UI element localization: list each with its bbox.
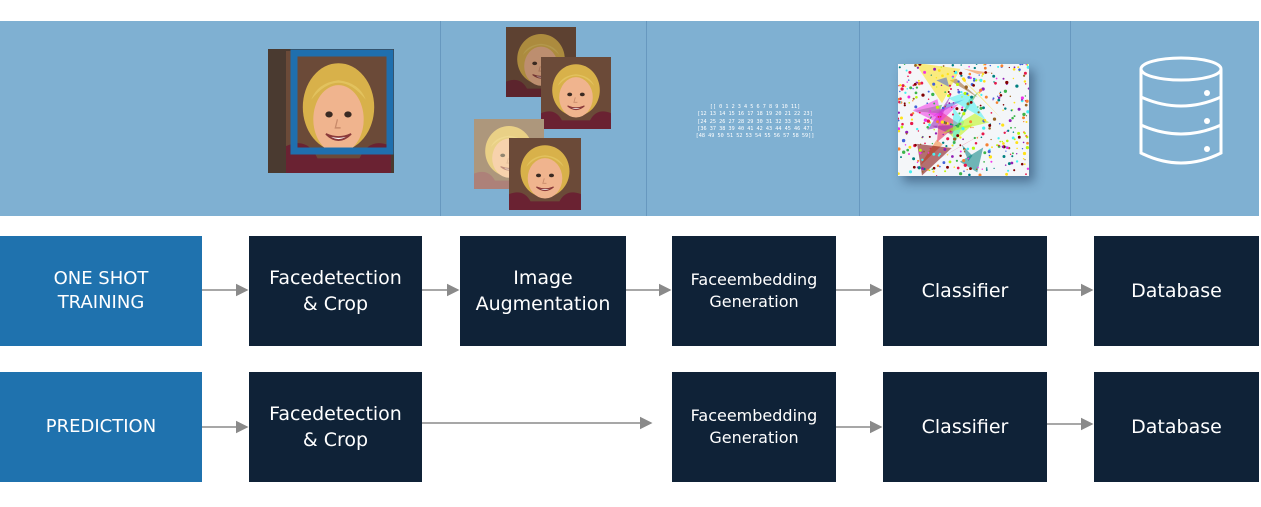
row-label-text: ONE SHOT TRAINING [53,268,149,313]
band-divider [1070,21,1071,216]
matrix-line: [[ 0 1 2 3 4 5 6 7 8 9 10 11] [709,104,801,110]
step-label: Classifier [921,280,1009,302]
step-facedetection-crop: Facedetection & Crop [249,372,422,482]
step-label: Facedetection & Crop [269,403,402,451]
step-faceembedding-generation: Faceembedding Generation [672,372,836,482]
step-label: Classifier [921,416,1009,438]
step-label: Database [1131,416,1222,438]
face-photo [268,49,394,173]
matrix-line: [36 37 38 39 40 41 42 43 44 45 46 47] [697,125,813,132]
augmented-face-photo [541,57,611,129]
step-classifier: Classifier [883,372,1047,482]
step-label: Image Augmentation [475,267,611,315]
illustration-band [0,21,1259,216]
step-label: Faceembedding Generation [690,406,818,447]
step-image-augmentation: Image Augmentation [460,236,626,346]
embedding-scatter-image [898,64,1029,176]
row-label-training: ONE SHOT TRAINING [0,236,202,346]
band-divider [646,21,647,216]
step-database: Database [1094,236,1259,346]
step-facedetection-crop: Facedetection & Crop [249,236,422,346]
matrix-line: [12 13 14 15 16 17 18 19 20 21 22 23] [697,111,813,118]
step-classifier: Classifier [883,236,1047,346]
step-label: Facedetection & Crop [269,267,402,315]
matrix-line: [48 49 50 51 52 53 54 55 56 57 58 59]] [695,133,815,140]
step-faceembedding-generation: Faceembedding Generation [672,236,836,346]
matrix-line: [24 25 26 27 28 29 30 31 32 33 34 35] [697,118,813,125]
row-label-prediction: PREDICTION [0,372,202,482]
database-icon [1139,56,1223,165]
bounding-box-icon [290,49,394,155]
step-label: Database [1131,280,1222,302]
band-divider [859,21,860,216]
augmented-face-photo [509,138,581,210]
embedding-matrix: [[ 0 1 2 3 4 5 6 7 8 9 10 11][12 13 14 1… [690,104,820,140]
step-label: Faceembedding Generation [690,270,818,311]
row-label-text: PREDICTION [45,416,157,437]
band-divider [440,21,441,216]
step-database: Database [1094,372,1259,482]
